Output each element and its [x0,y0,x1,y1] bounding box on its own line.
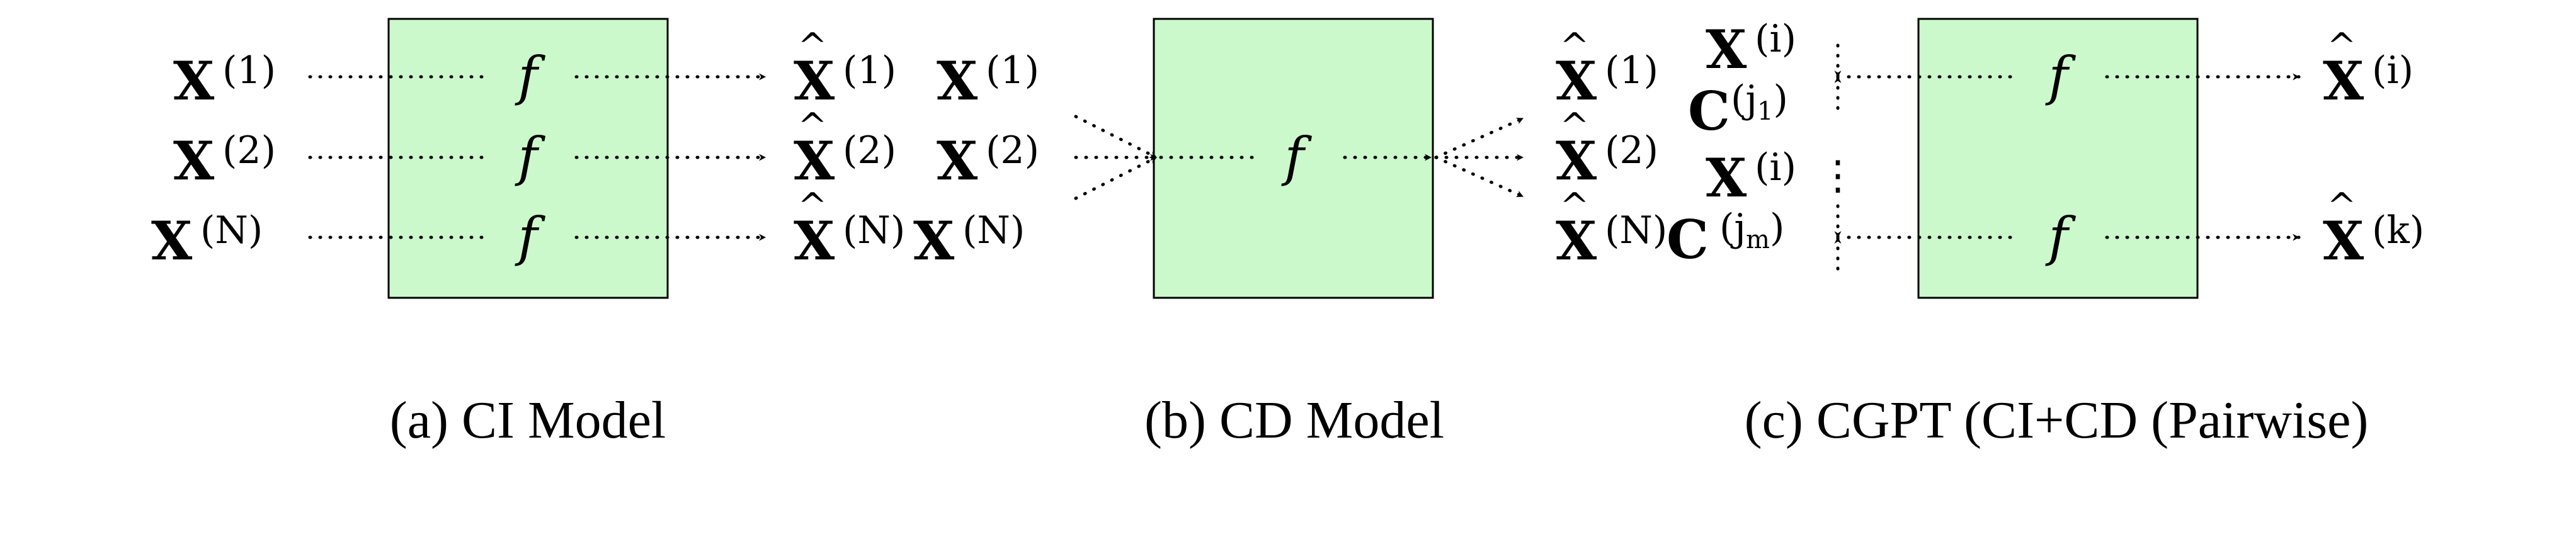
cd-output-xhat2: X ^ (2) [1556,106,1658,192]
cd-input-x1-base: X [937,50,978,112]
ci-output-xhatN: X ^ (N) [794,186,905,272]
cd-output-xhat2-base: X [1556,130,1597,192]
ci-output-xhat2-sup: (2) [843,128,896,173]
cgpt-input-c-j1: C (j1) [1688,77,1788,142]
cd-output-xhat1: X ^ (1) [1556,26,1658,112]
ci-input-xN-base: X [151,210,193,272]
cgpt-input-xi-top-base: X [1706,18,1747,81]
cgpt-input-xi-top: X (i) [1706,17,1796,81]
cgpt-input-xi-bottom-base: X [1706,147,1747,209]
panel-cgpt-model: X (i) C (j1) X (i) C (jm) ⋮ f f [1667,17,2424,450]
ci-output-xhat2: X ^ (2) [794,106,896,192]
cd-output-xhatN: X ^ (N) [1556,186,1667,272]
cgpt-input-c-jm-base: C [1667,208,1709,271]
cgpt-function-box [1917,18,2199,299]
cd-input-xN: X (N) [913,208,1025,272]
cgpt-input-c-jm-sup: (jm) [1719,206,1784,254]
cd-input-xN-base: X [913,210,955,272]
cgpt-input-xi-top-sup: (i) [1755,17,1796,61]
cgpt-output-xhat-i-sup: (i) [2372,48,2414,93]
cgpt-output-xhat-k-base: X [2323,210,2364,272]
cgpt-output-xhat-i-base: X [2323,50,2364,112]
cd-arrow-in-N [1074,156,1158,200]
cgpt-caption: (c) CGPT (CI+CD (Pairwise) [1745,391,2369,450]
cgpt-output-xhat-k-sup: (k) [2372,208,2424,252]
cd-output-xhatN-sup: (N) [1605,208,1667,252]
cgpt-input-c-j1-sup: (j1) [1731,77,1788,126]
ci-output-xhat1-hat: ^ [798,26,828,67]
cd-input-x1-sup: (1) [986,48,1039,93]
cgpt-output-xhat-i: X ^ (i) [2323,26,2414,112]
ci-input-xN-sup: (N) [200,208,263,252]
cgpt-vertical-ellipsis: ⋮ [1818,152,1858,199]
ci-input-x2-base: X [173,130,215,192]
ci-input-xN: X (N) [151,208,263,272]
cd-output-xhat2-hat: ^ [1560,106,1590,147]
cgpt-input-c-j1-base: C [1688,80,1730,142]
ci-input-x2-sup: (2) [222,128,276,173]
ci-output-xhat2-base: X [794,130,835,192]
panel-ci-model: X (1) X (2) X (N) f f f X ^ (1) X [151,18,905,450]
cd-arrow-in-1 [1074,115,1158,159]
cd-caption: (b) CD Model [1144,391,1444,450]
cd-input-x2-sup: (2) [986,128,1039,173]
cd-input-x1: X (1) [937,48,1039,112]
ci-input-x1-base: X [173,50,215,112]
cgpt-input-xi-bottom: X (i) [1706,145,1796,209]
cd-output-xhat1-sup: (1) [1605,48,1658,93]
ci-output-xhat1-sup: (1) [843,48,896,93]
ci-output-xhatN-sup: (N) [843,208,905,252]
cd-output-xhat1-base: X [1556,50,1597,112]
cd-output-xhat1-hat: ^ [1560,26,1590,67]
ci-input-x1: X (1) [173,48,276,112]
panel-cd-model: X (1) X (2) X (N) f X ^ (1) X ^ [913,18,1667,450]
ci-output-xhat1: X ^ (1) [794,26,896,112]
cgpt-input-c-jm: C (jm) [1667,206,1784,271]
ci-function-box [387,18,669,299]
ci-input-x2: X (2) [173,128,276,192]
cgpt-output-xhat-k-hat: ^ [2327,186,2357,227]
cd-output-xhatN-base: X [1556,210,1597,272]
ci-output-xhat1-base: X [794,50,835,112]
cd-output-xhat2-sup: (2) [1605,128,1658,173]
ci-input-x1-sup: (1) [222,48,276,93]
cd-input-x2: X (2) [937,128,1039,192]
ci-output-xhat2-hat: ^ [798,106,828,147]
cd-arrow-out-N [1434,156,1525,198]
ci-output-xhatN-hat: ^ [798,186,828,227]
cgpt-input-xi-bottom-sup: (i) [1755,145,1796,190]
cd-output-xhatN-hat: ^ [1560,186,1590,227]
cd-input-xN-sup: (N) [962,208,1025,252]
cd-input-x2-base: X [937,130,978,192]
cd-arrow-out-1 [1434,116,1525,159]
cgpt-output-xhat-k: X ^ (k) [2323,186,2424,272]
ci-caption: (a) CI Model [390,391,666,450]
cgpt-output-xhat-i-hat: ^ [2327,26,2357,67]
ci-output-xhatN-base: X [794,210,835,272]
